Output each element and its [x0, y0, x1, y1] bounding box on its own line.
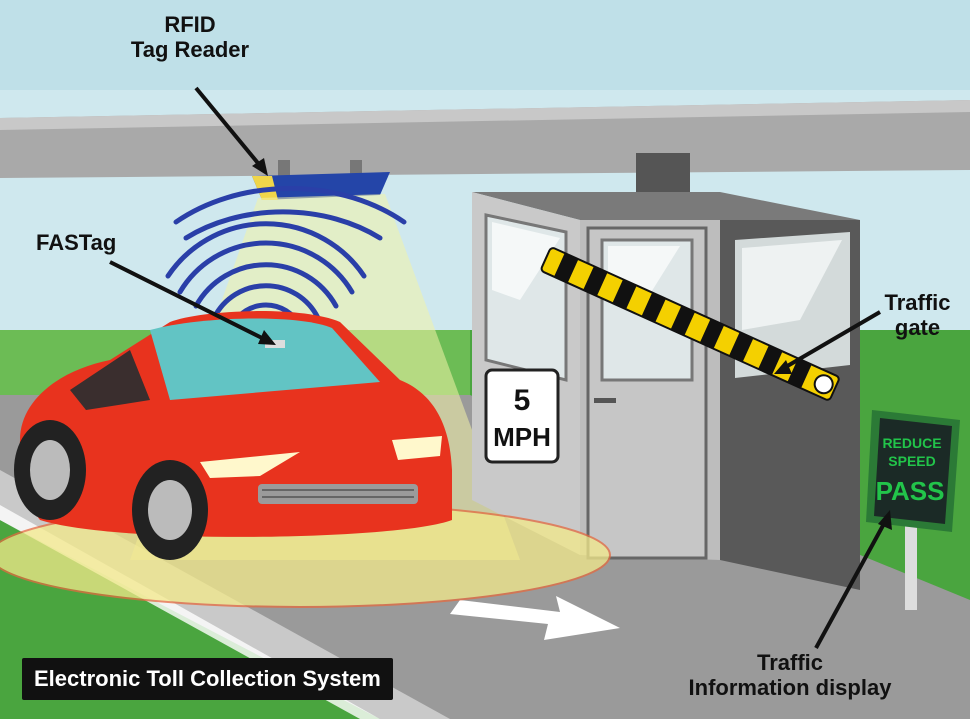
svg-text:PASS: PASS — [876, 476, 945, 506]
fastag-label: FASTag — [36, 230, 117, 255]
rfid-tag-reader-label: RFID Tag Reader — [130, 12, 250, 63]
toll-booth — [472, 153, 860, 590]
rfid-label-line1: RFID — [164, 12, 216, 37]
traffic-info-display-label: Traffic Information display — [670, 650, 910, 701]
svg-text:SPEED: SPEED — [888, 453, 935, 469]
svg-text:MPH: MPH — [493, 422, 551, 452]
caption: Electronic Toll Collection System — [22, 658, 393, 700]
svg-text:REDUCE: REDUCE — [882, 435, 941, 451]
traffic-info-display: REDUCE SPEED PASS — [866, 410, 960, 610]
svg-text:5: 5 — [514, 384, 531, 417]
traffic-gate-arm — [540, 247, 840, 401]
display-label-line1: Traffic — [756, 650, 824, 675]
rfid-reader — [252, 172, 390, 200]
traffic-gate-label: Traffic gate — [870, 290, 965, 341]
road-arrow — [450, 596, 620, 640]
gate-label-line1: Traffic — [884, 290, 951, 315]
car — [14, 311, 453, 560]
gate-label-line2: gate — [894, 315, 941, 341]
rfid-label-line2: Tag Reader — [130, 37, 250, 63]
speed-limit-sign: 5 MPH — [484, 368, 560, 464]
callout-arrows — [109, 86, 892, 649]
display-label-line2: Information display — [688, 675, 892, 701]
